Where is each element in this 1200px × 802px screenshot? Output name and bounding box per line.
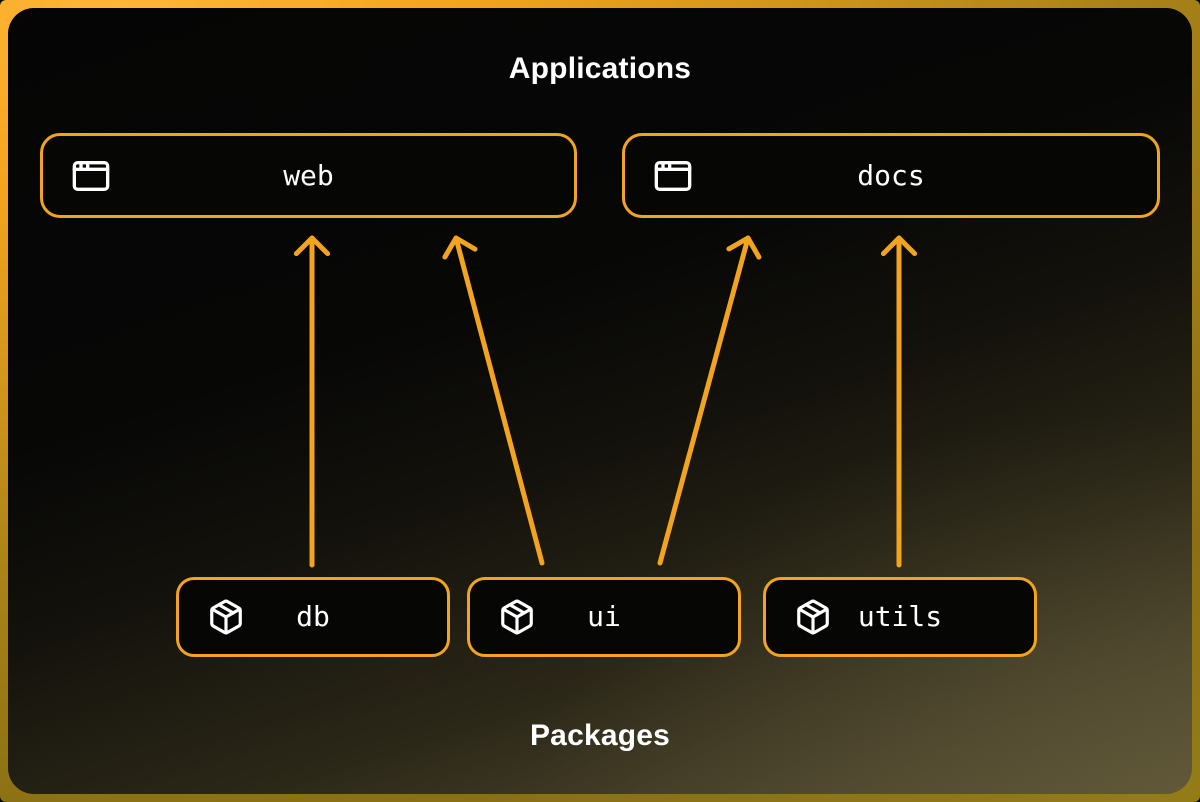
app-window-icon — [71, 156, 111, 196]
node-db[interactable]: db — [176, 577, 450, 657]
node-docs[interactable]: docs — [622, 133, 1160, 218]
node-ui[interactable]: ui — [467, 577, 741, 657]
packages-group-label: Packages — [529, 719, 671, 752]
node-db-label: db — [296, 600, 330, 633]
node-utils-label: utils — [857, 600, 943, 633]
node-web[interactable]: web — [40, 133, 577, 218]
node-utils[interactable]: utils — [763, 577, 1037, 657]
diagram-panel — [8, 8, 1192, 794]
node-web-label: web — [283, 158, 334, 192]
package-icon — [207, 598, 245, 636]
app-window-icon — [653, 156, 693, 196]
applications-group-label: Applications — [508, 52, 692, 85]
package-icon — [498, 598, 536, 636]
node-docs-label: docs — [857, 158, 925, 192]
package-icon — [794, 598, 832, 636]
node-ui-label: ui — [587, 600, 621, 633]
